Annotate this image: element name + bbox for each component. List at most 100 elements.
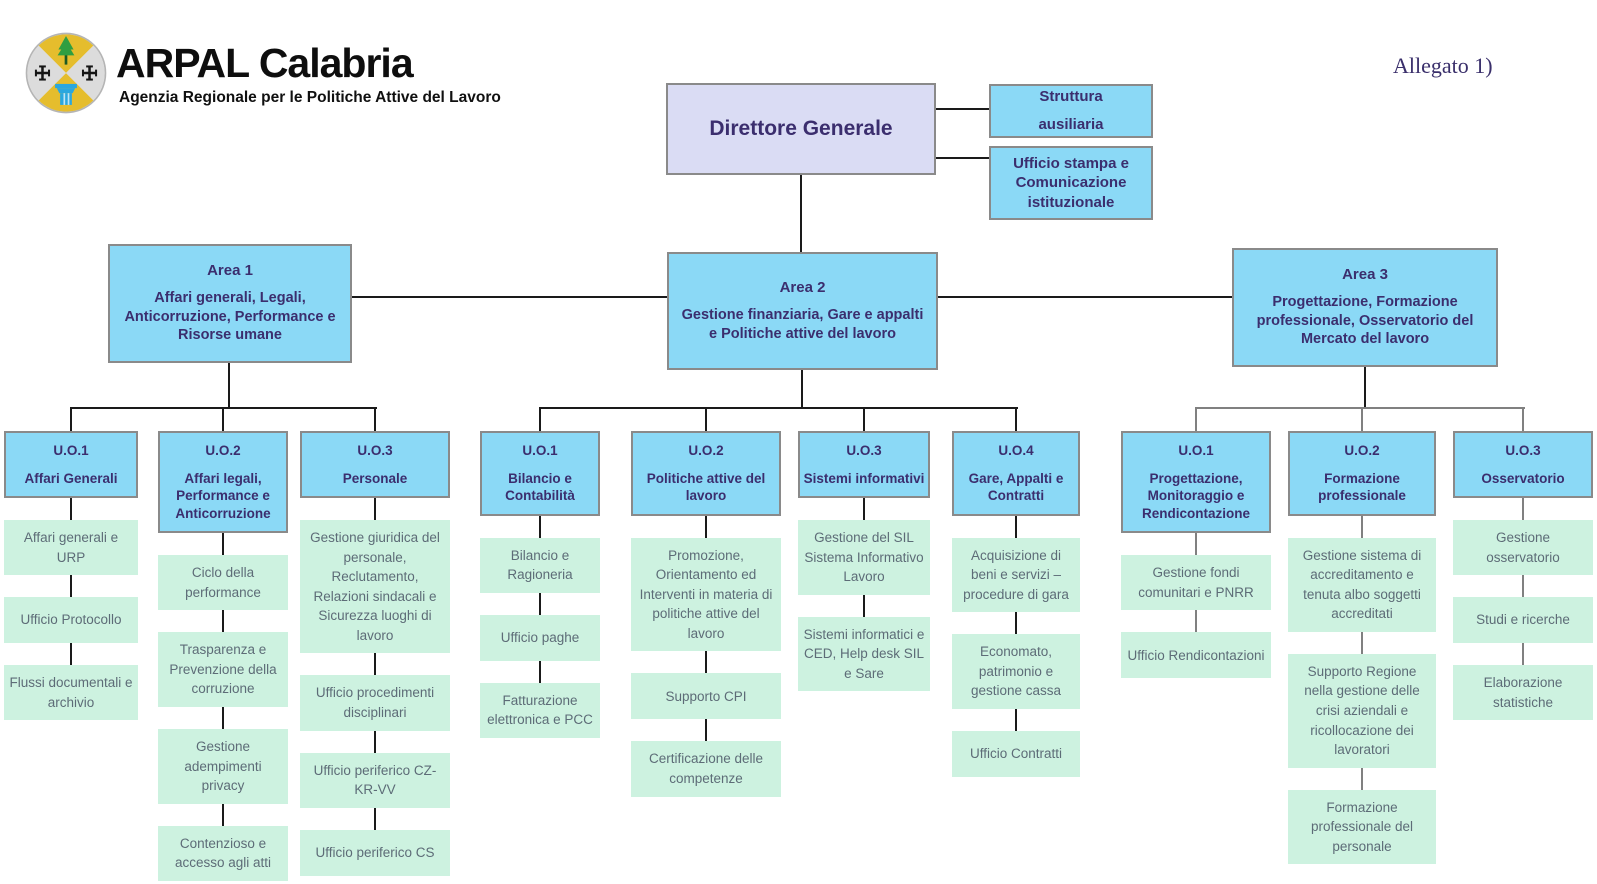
connector-line [1015, 409, 1017, 431]
connector-line [705, 409, 707, 431]
connector-line [539, 592, 541, 615]
office-box: Fatturazione elettronica e PCC [480, 682, 600, 738]
office-box: Ufficio periferico CZ-KR-VV [300, 752, 450, 808]
area-title: Area 1 [207, 261, 253, 279]
direttore-generale-label: Direttore Generale [709, 117, 893, 140]
connector-line [222, 707, 224, 729]
uo-code: U.O.1 [1178, 443, 1214, 458]
area-label: Affari generali, Legali, Anticorruzione,… [124, 289, 336, 344]
area-title: Area 3 [1342, 265, 1388, 283]
uo-name: Sistemi informativi [803, 470, 925, 486]
office-box: Ufficio procedimenti disciplinari [300, 675, 450, 731]
uo-code: U.O.3 [846, 443, 882, 458]
uo-column-a2-3: U.O.3 Sistemi informativi Gestione del S… [798, 409, 930, 692]
connector-line [70, 409, 72, 431]
office-box: Flussi documentali e archivio [4, 665, 138, 721]
office-box: Gestione sistema di accreditamento e ten… [1288, 537, 1436, 632]
uo-code: U.O.3 [357, 443, 393, 458]
connector-line [70, 643, 72, 666]
struttura-ausiliaria-box: Struttura ausiliaria [989, 84, 1153, 138]
uo-code: U.O.2 [688, 443, 724, 458]
direttore-generale-box: Direttore Generale [666, 83, 936, 175]
connector-line [705, 651, 707, 674]
connector-line [1361, 515, 1363, 538]
office-box: Elaborazione statistiche [1453, 665, 1593, 721]
connector-line [374, 409, 376, 431]
uo-code: U.O.4 [998, 443, 1034, 458]
area-1-box: Area 1 Affari generali, Legali, Anticorr… [108, 244, 352, 363]
connector-line [705, 515, 707, 538]
uo-box: U.O.2 Affari legali, Performance e Antic… [158, 431, 288, 534]
office-box: Ciclo della performance [158, 555, 288, 611]
connector-line [222, 803, 224, 826]
connector-line [1522, 643, 1524, 666]
uo-code: U.O.3 [1505, 443, 1541, 458]
uo-box: U.O.3 Sistemi informativi [798, 431, 930, 499]
uo-column-a1-1: U.O.1 Affari Generali Affari generali e … [4, 409, 138, 721]
connector-line [938, 296, 1232, 298]
connector-line [1015, 612, 1017, 635]
office-box: Ufficio Contratti [952, 731, 1080, 778]
connector-line [222, 610, 224, 633]
struttura-ausiliaria-label: Struttura ausiliaria [1038, 87, 1104, 134]
connector-line [374, 807, 376, 830]
connector-line [1361, 631, 1363, 654]
office-box: Formazione professionale del personale [1288, 789, 1436, 865]
office-box: Sistemi informatici e CED, Help desk SIL… [798, 616, 930, 692]
uo-name: Politiche attive del lavoro [646, 470, 766, 504]
office-box: Promozione, Orientamento ed Interventi i… [631, 537, 781, 652]
uo-box: U.O.1 Affari Generali [4, 431, 138, 499]
uo-box: U.O.1 Progettazione, Monitoraggio e Rend… [1121, 431, 1271, 534]
uo-code: U.O.2 [1344, 443, 1380, 458]
connector-line [1195, 407, 1525, 409]
connector-line [70, 498, 72, 521]
office-box: Economato, patrimonio e gestione cassa [952, 634, 1080, 710]
office-box: Ufficio periferico CS [300, 829, 450, 876]
uo-code: U.O.1 [522, 443, 558, 458]
uo-column-a1-3: U.O.3 Personale Gestione giuridica del p… [300, 409, 450, 876]
area-label: Progettazione, Formazione professionale,… [1256, 293, 1474, 348]
org-title: ARPAL Calabria [116, 40, 414, 86]
uo-column-a1-2: U.O.2 Affari legali, Performance e Antic… [158, 409, 288, 881]
uo-column-a3-1: U.O.1 Progettazione, Monitoraggio e Rend… [1121, 409, 1271, 679]
connector-line [1361, 767, 1363, 790]
connector-line [863, 409, 865, 431]
connector-line [800, 175, 802, 253]
ufficio-stampa-box: Ufficio stampa e Comunicazione istituzio… [989, 146, 1153, 220]
uo-box: U.O.3 Osservatorio [1453, 431, 1593, 499]
uo-name: Osservatorio [1481, 470, 1565, 486]
uo-column-a2-2: U.O.2 Politiche attive del lavoro Promoz… [631, 409, 781, 797]
connector-line [70, 575, 72, 598]
office-box: Supporto Regione nella gestione delle cr… [1288, 653, 1436, 768]
office-box: Gestione osservatorio [1453, 520, 1593, 576]
attachment-note: Allegato 1) [1393, 53, 1493, 78]
uo-name: Affari Generali [24, 470, 118, 486]
office-box: Gestione fondi comunitari e PNRR [1121, 555, 1271, 611]
uo-column-a2-4: U.O.4 Gare, Appalti e Contratti Acquisiz… [952, 409, 1080, 778]
uo-column-a3-3: U.O.3 Osservatorio Gestione osservatorio… [1453, 409, 1593, 721]
office-box: Ufficio Protocollo [4, 597, 138, 644]
connector-line [1195, 610, 1197, 633]
office-box: Trasparenza e Prevenzione della corruzio… [158, 632, 288, 707]
office-box: Ufficio Rendicontazioni [1121, 632, 1271, 679]
uo-name: Formazione professionale [1318, 470, 1406, 504]
connector-line [1364, 367, 1366, 409]
connector-line [1195, 533, 1197, 556]
uo-box: U.O.2 Politiche attive del lavoro [631, 431, 781, 516]
connector-line [374, 498, 376, 521]
connector-line [863, 498, 865, 521]
office-box: Gestione giuridica del personale, Reclut… [300, 520, 450, 654]
calabria-emblem-logo [25, 32, 107, 114]
uo-name: Personale [342, 470, 408, 486]
connector-line [70, 407, 377, 409]
office-box: Studi e ricerche [1453, 597, 1593, 644]
office-box: Ufficio paghe [480, 614, 600, 661]
connector-line [801, 370, 803, 409]
uo-box: U.O.3 Personale [300, 431, 450, 499]
connector-line [539, 660, 541, 683]
connector-line [1522, 409, 1524, 431]
connector-line [1361, 409, 1363, 431]
ufficio-stampa-label: Ufficio stampa e Comunicazione istituzio… [1013, 154, 1129, 211]
org-subtitle: Agenzia Regionale per le Politiche Attiv… [119, 89, 501, 106]
